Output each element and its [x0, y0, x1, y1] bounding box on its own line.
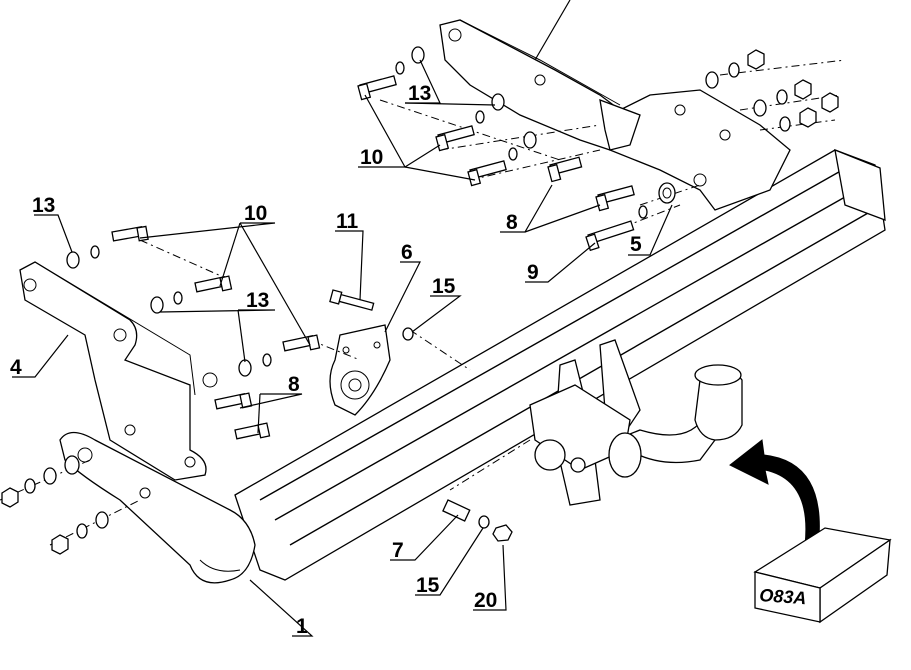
callout-13-mid: 13 [246, 289, 269, 312]
bolts [111, 75, 635, 440]
callout-6: 6 [401, 241, 413, 264]
tow-ball-assembly [529, 339, 743, 506]
package-box: O83A [753, 527, 892, 624]
callout-5: 5 [630, 233, 642, 256]
callout-9: 9 [527, 261, 539, 284]
socket-plate [329, 324, 391, 416]
bolt-top-3 [467, 160, 507, 187]
left-side-bracket [19, 261, 218, 481]
bolt-top-2 [435, 125, 475, 152]
callout-8-right: 8 [506, 211, 518, 234]
callout-10-left: 10 [244, 202, 267, 225]
bolt-11 [329, 289, 375, 311]
right-side-bracket [439, 19, 791, 211]
washers-and-nuts [1, 46, 839, 555]
crossbar-left-end [59, 431, 256, 584]
callout-13-left: 13 [32, 194, 55, 217]
callout-10-top: 10 [360, 146, 383, 169]
orientation-arrow [729, 439, 820, 549]
bolt-top-1 [357, 75, 397, 101]
callout-13-top: 13 [408, 82, 431, 105]
nuts-left [1, 455, 109, 555]
package-label: O83A [759, 585, 807, 608]
callout-7: 7 [392, 539, 404, 562]
bolt-left-3 [282, 334, 321, 352]
callout-15-mid: 15 [432, 275, 456, 298]
nuts-right [705, 49, 839, 132]
callout-11: 11 [336, 210, 359, 233]
bolt-left-5 [234, 422, 271, 440]
bolt-left-4 [214, 392, 253, 410]
bolt-right-2 [595, 185, 635, 212]
callout-4: 4 [10, 356, 22, 379]
callout-leaders [12, 0, 673, 637]
bolt-left-2 [194, 275, 233, 293]
bolt-left-1 [111, 225, 149, 242]
callout-labels: 1 4 5 6 7 8 8 9 10 10 11 13 13 13 15 15 … [10, 82, 642, 638]
bolt-right-1 [547, 156, 583, 183]
callout-1: 1 [296, 615, 308, 638]
bolt-right-3 [585, 220, 635, 252]
callout-20: 20 [474, 589, 497, 612]
callout-15-bottom: 15 [416, 574, 440, 597]
callout-8-left: 8 [288, 373, 300, 396]
